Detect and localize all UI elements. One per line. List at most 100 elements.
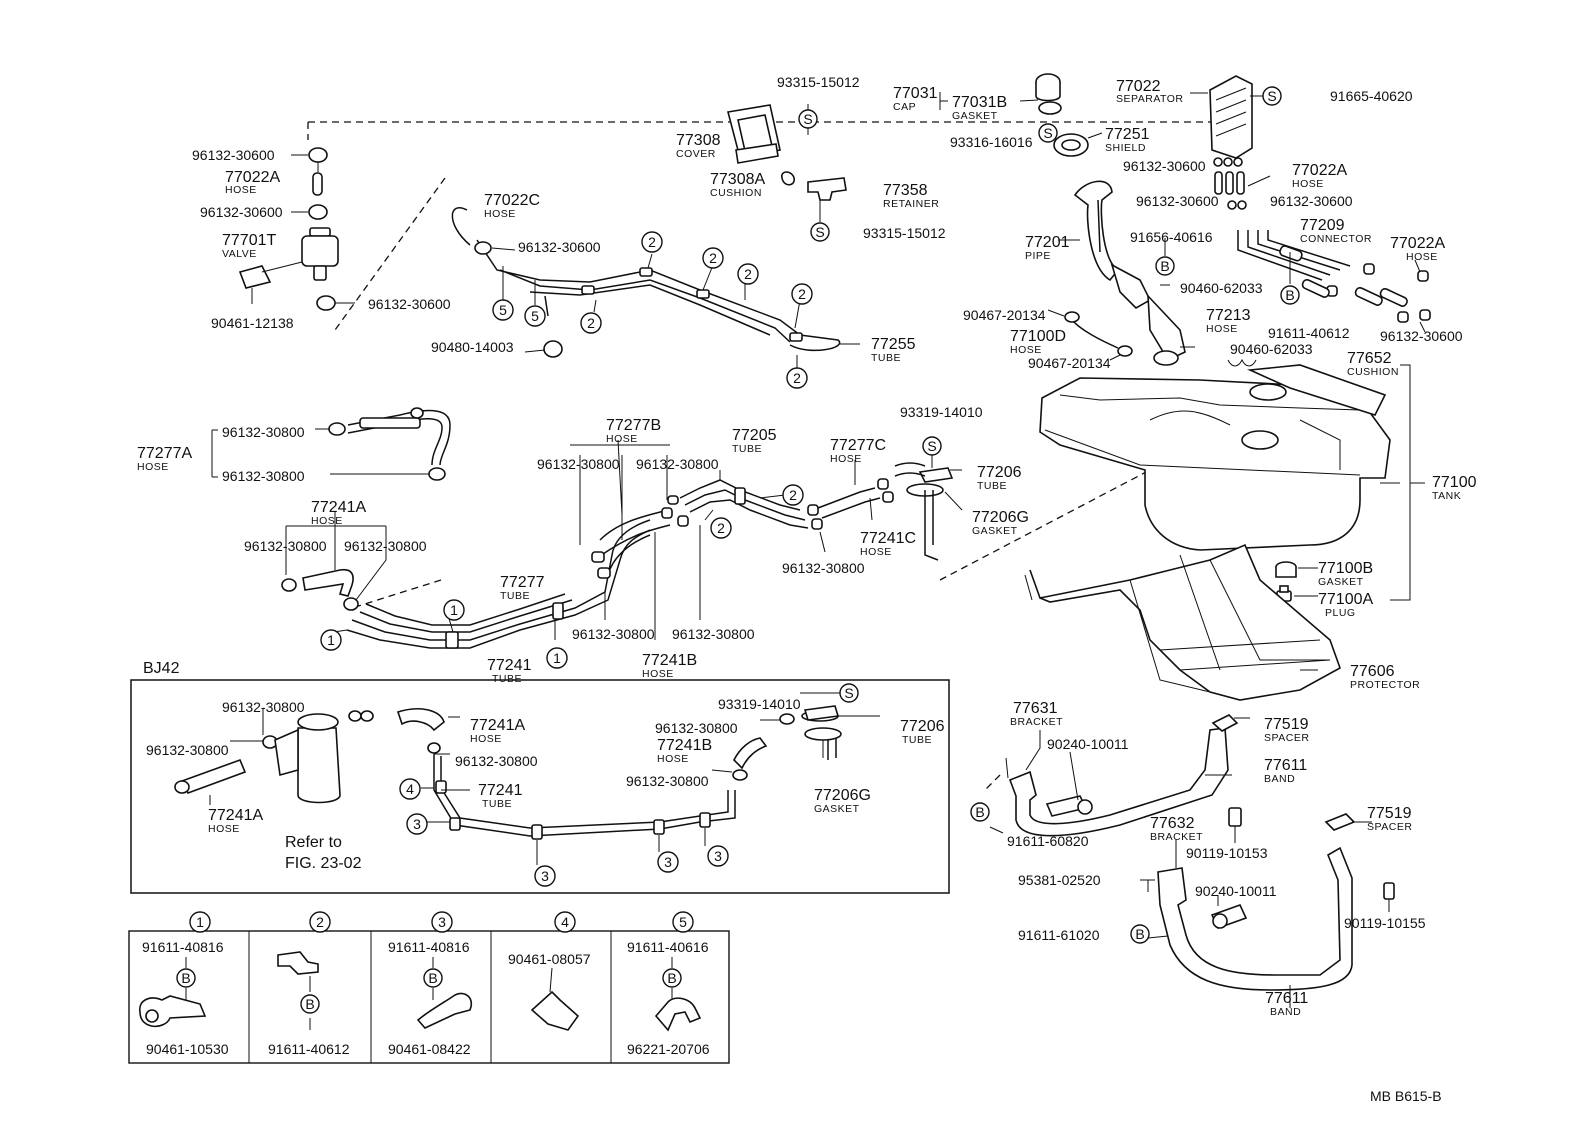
label-96132-30800-e: 96132-30800 <box>244 538 327 554</box>
label-96132-30800-k: 96132-30800 <box>655 720 738 736</box>
label-77206G-b: 77206G <box>814 787 871 804</box>
label-hose-241b-b: HOSE <box>657 753 689 765</box>
callout-3: 3 <box>707 845 729 867</box>
callout-b: B <box>1280 285 1300 305</box>
label-hose-277a: HOSE <box>137 461 169 473</box>
label-96132-30800-c: 96132-30800 <box>537 456 620 472</box>
label-77241A: 77241A <box>311 499 366 516</box>
svg-text:2: 2 <box>587 315 595 331</box>
label-hose-241a-b: HOSE <box>470 733 502 745</box>
label-93319-14010-a: 93319-14010 <box>900 404 983 420</box>
callout-5: 5 <box>672 911 694 933</box>
callout-2: 2 <box>309 911 331 933</box>
callout-b: B <box>1155 256 1175 276</box>
label-90467-20134-a: 90467-20134 <box>963 307 1046 323</box>
label-hose-277b: HOSE <box>606 433 638 445</box>
label-hose-277c: HOSE <box>830 453 862 465</box>
label-90461-12138: 90461-12138 <box>211 315 294 331</box>
label-fig: FIG. 23-02 <box>285 855 362 872</box>
label-k1-top: 91611-40816 <box>142 939 224 955</box>
label-refer-to: Refer to <box>285 834 342 851</box>
svg-text:S: S <box>815 224 824 240</box>
label-hose-213: HOSE <box>1206 323 1238 335</box>
label-tube-241: TUBE <box>492 673 522 685</box>
label-hose-l1: HOSE <box>225 184 257 196</box>
callout-1: 1 <box>189 911 211 933</box>
svg-text:2: 2 <box>789 487 797 503</box>
label-tube-241-b: TUBE <box>482 798 512 810</box>
label-77205: 77205 <box>732 427 777 444</box>
label-96132-30800-f: 96132-30800 <box>344 538 427 554</box>
label-96132-30800-o: 96132-30800 <box>626 773 709 789</box>
label-spacer-b: SPACER <box>1367 821 1412 833</box>
svg-text:1: 1 <box>196 914 204 930</box>
label-90467-20134-b: 90467-20134 <box>1028 355 1111 371</box>
callout-s: S <box>1262 86 1282 106</box>
label-91665-40620: 91665-40620 <box>1330 88 1413 104</box>
label-77209: 77209 <box>1300 217 1345 234</box>
callout-3: 3 <box>406 813 428 835</box>
label-hose-241a-c: HOSE <box>208 823 240 835</box>
label-77255: 77255 <box>871 336 916 353</box>
callout-s: S <box>798 109 818 129</box>
label-bracket-632: BRACKET <box>1150 831 1203 843</box>
svg-text:2: 2 <box>717 520 725 536</box>
label-hose-c: HOSE <box>484 208 516 220</box>
label-tube-205: TUBE <box>732 443 762 455</box>
label-90240-10011-a: 90240-10011 <box>1047 736 1129 752</box>
label-k3-bot: 90461-08422 <box>388 1041 471 1057</box>
label-k1-bot: 90461-10530 <box>146 1041 229 1057</box>
label-93316-16016: 93316-16016 <box>950 134 1033 150</box>
svg-text:B: B <box>181 970 190 986</box>
callout-2: 2 <box>710 517 732 539</box>
label-77241B-b: 77241B <box>657 737 712 754</box>
hose-77277a <box>211 407 451 481</box>
callout-3: 3 <box>534 865 556 887</box>
connector-group <box>1237 230 1431 333</box>
label-bracket-631: BRACKET <box>1010 716 1063 728</box>
label-96132-30800-l: 96132-30800 <box>146 742 229 758</box>
label-96132-30800-b: 96132-30800 <box>222 468 305 484</box>
label-77100: 77100 <box>1432 474 1477 491</box>
callout-2: 2 <box>737 263 759 285</box>
label-96132-30600-g: 96132-30600 <box>368 296 451 312</box>
label-96132-30600-f: 96132-30600 <box>518 239 601 255</box>
label-valve: VALVE <box>222 248 257 260</box>
svg-text:2: 2 <box>793 370 801 386</box>
label-96132-30800-j: 96132-30800 <box>222 699 305 715</box>
label-spacer-a: SPACER <box>1264 732 1309 744</box>
callout-b: B <box>1130 924 1150 944</box>
label-77611-a: 77611 <box>1264 757 1307 774</box>
callout-2: 2 <box>702 247 724 269</box>
callout-1: 1 <box>443 599 465 621</box>
label-93315-15012-b: 93315-15012 <box>863 225 946 241</box>
svg-text:3: 3 <box>541 868 549 884</box>
label-77277A: 77277A <box>137 445 192 462</box>
label-77632: 77632 <box>1150 815 1195 832</box>
label-hose-r2: HOSE <box>1406 251 1438 263</box>
label-96132-30800-a: 96132-30800 <box>222 424 305 440</box>
label-tube-255: TUBE <box>871 352 901 364</box>
svg-text:B: B <box>428 970 437 986</box>
label-77277: 77277 <box>500 574 545 591</box>
label-band-a: BAND <box>1264 773 1295 785</box>
svg-text:2: 2 <box>798 286 806 302</box>
label-cap: CAP <box>893 101 916 113</box>
label-77308: 77308 <box>676 132 721 149</box>
callout-b: B <box>662 968 682 988</box>
callout-s: S <box>1038 123 1058 143</box>
label-91611-40612-a: 91611-40612 <box>1268 325 1350 341</box>
label-k3-top: 91611-40816 <box>388 939 470 955</box>
label-hose-241c: HOSE <box>860 546 892 558</box>
callout-4: 4 <box>554 911 576 933</box>
main-fuel-lines <box>333 439 894 649</box>
label-band-b: BAND <box>1270 1006 1301 1018</box>
vent-tube-77255 <box>451 207 860 370</box>
svg-text:S: S <box>1267 88 1276 104</box>
svg-text:4: 4 <box>406 781 414 797</box>
valve-group <box>238 147 355 311</box>
clamp-key-boxes <box>128 930 730 1064</box>
bands-brackets <box>989 714 1395 1008</box>
callout-3: 3 <box>657 851 679 873</box>
